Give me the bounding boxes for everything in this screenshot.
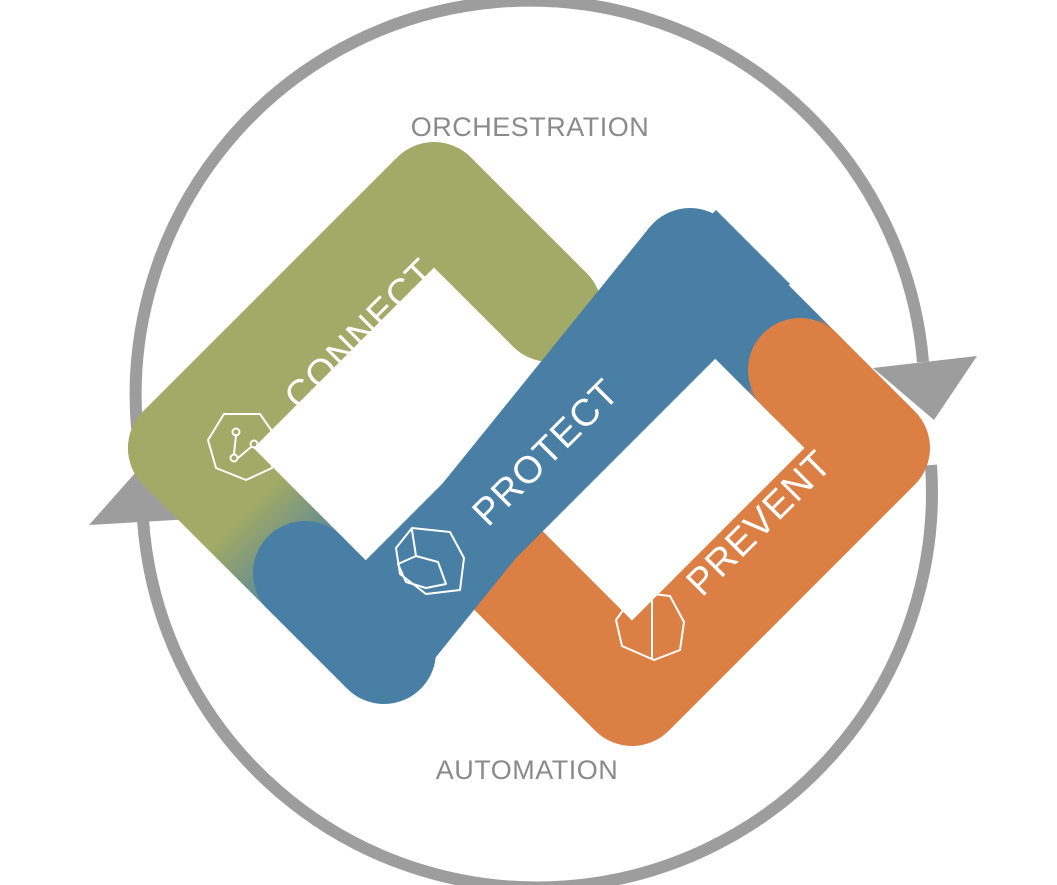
bottom-arc [137, 464, 938, 885]
top-arc [129, 0, 929, 429]
connect-shield-icon [207, 413, 275, 481]
bottom-arrowhead [89, 472, 192, 525]
prevent-shield-icon [615, 591, 685, 661]
automation-label: AUTOMATION [436, 755, 619, 785]
protect-shield-icon [395, 527, 465, 595]
cycle-arrows [89, 0, 977, 885]
orchestration-label: ORCHESTRATION [411, 112, 650, 142]
top-arrowhead [873, 356, 977, 420]
